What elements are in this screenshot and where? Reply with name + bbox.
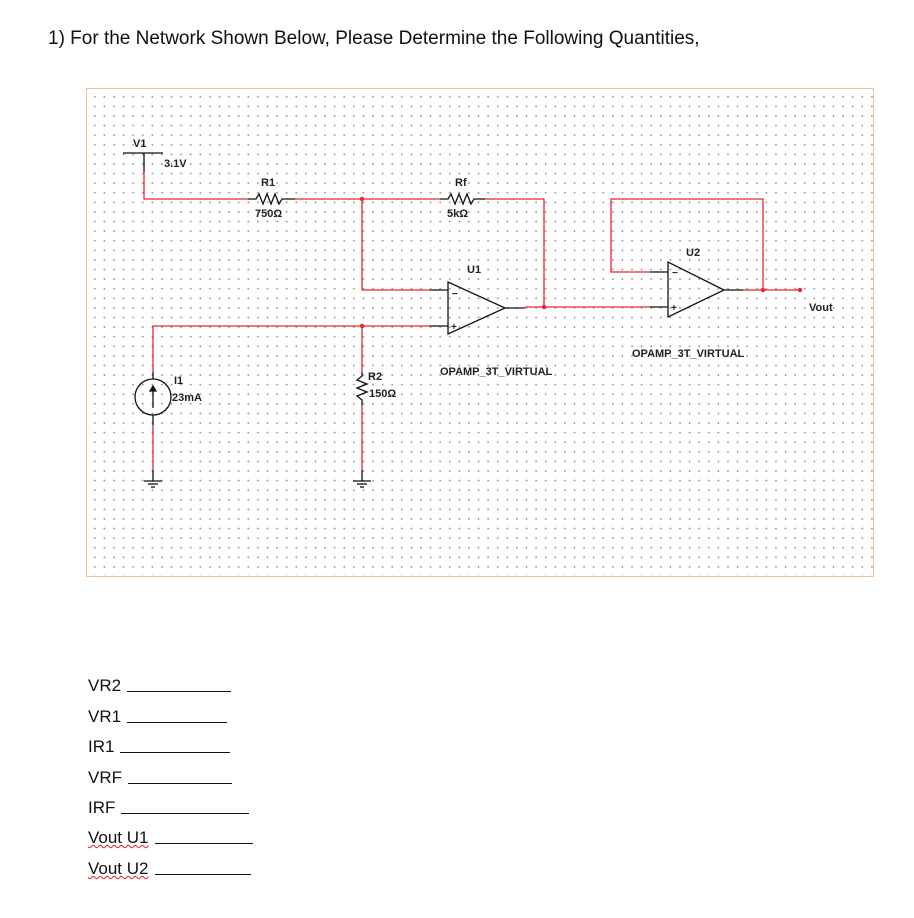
rf-value: 5kΩ <box>447 208 468 220</box>
answer-vrf[interactable]: VRF <box>88 768 232 788</box>
u1-opamp <box>447 280 507 336</box>
svg-text:+: + <box>671 303 677 314</box>
rf-label: Rf <box>455 177 467 189</box>
wire <box>361 199 430 291</box>
ground-icon <box>144 480 162 488</box>
r1-label: R1 <box>261 177 275 189</box>
svg-text:−: − <box>452 289 458 300</box>
junction-dots <box>359 196 803 329</box>
u2-opamp <box>667 260 726 319</box>
v1-value: 3.1V <box>164 158 187 170</box>
answer-vout-u2[interactable]: Vout U2 <box>88 859 251 879</box>
r2-value: 150Ω <box>369 388 396 400</box>
u2-model: OPAMP_3T_VIRTUAL <box>632 348 745 360</box>
answer-irf[interactable]: IRF <box>88 798 250 818</box>
u1-label: U1 <box>467 264 481 276</box>
wire <box>610 198 764 290</box>
i1-label: I1 <box>174 375 183 387</box>
rf-resistor <box>440 192 485 206</box>
vout-label: Vout <box>809 302 833 314</box>
answer-ir1[interactable]: IR1 <box>88 737 231 757</box>
answer-vr2[interactable]: VR2 <box>88 676 232 696</box>
v1-label: V1 <box>133 138 146 150</box>
r1-value: 750Ω <box>255 208 282 220</box>
schematic-canvas <box>86 88 874 577</box>
wire <box>152 325 430 372</box>
svg-text:+: + <box>451 322 457 333</box>
answer-vr1[interactable]: VR1 <box>88 707 228 727</box>
ground-icon <box>353 480 371 488</box>
svg-text:−: − <box>672 268 678 279</box>
answer-vout-u1[interactable]: Vout U1 <box>88 828 253 848</box>
wire <box>143 172 248 200</box>
u1-model: OPAMP_3T_VIRTUAL <box>440 366 553 378</box>
r2-resistor <box>355 372 369 405</box>
wire <box>485 198 545 307</box>
r2-label: R2 <box>368 371 382 383</box>
r1-resistor <box>248 192 295 206</box>
i1-value: 23mA <box>172 392 202 404</box>
u2-label: U2 <box>686 247 700 259</box>
question-heading: 1) For the Network Shown Below, Please D… <box>48 28 700 49</box>
